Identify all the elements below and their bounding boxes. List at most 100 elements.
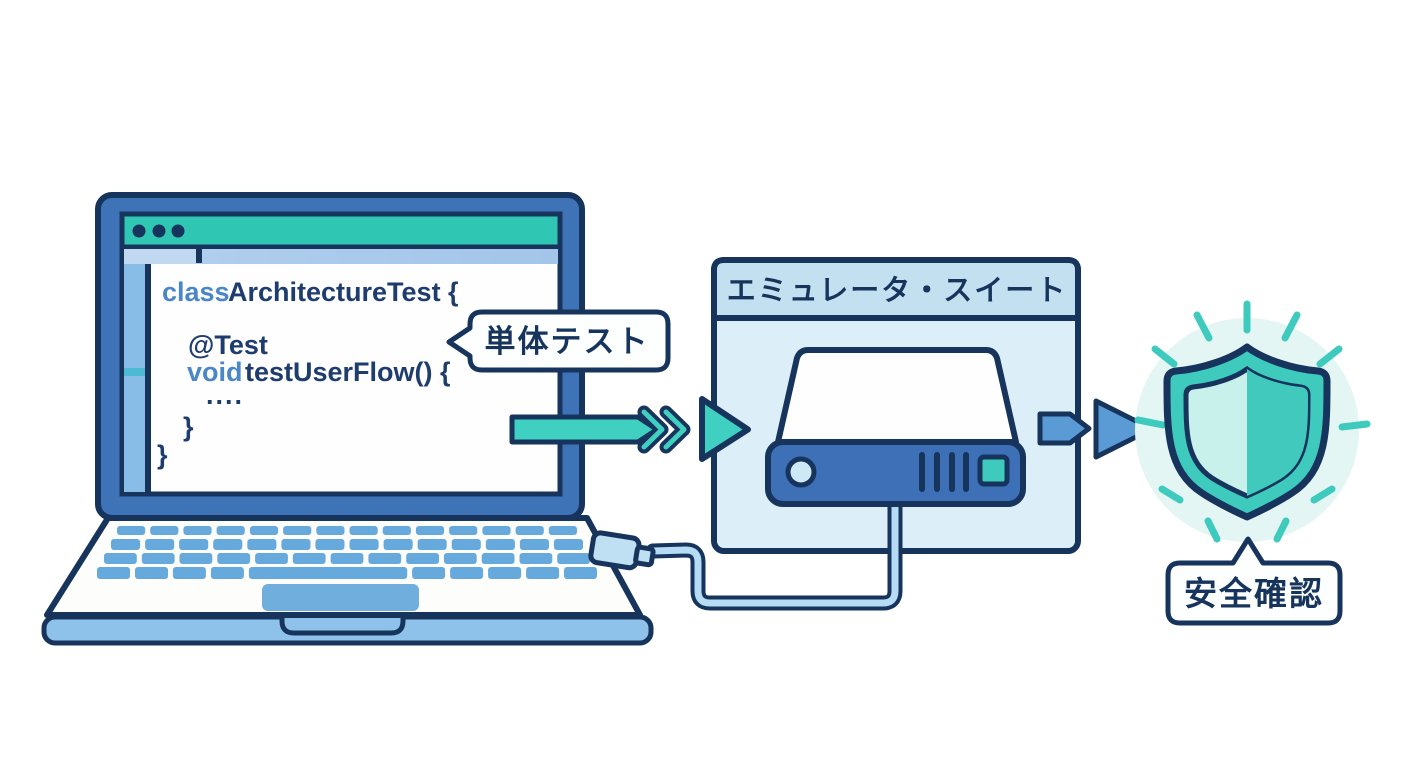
- keyboard-keys: [97, 526, 597, 579]
- keyboard-key: [179, 539, 209, 550]
- keyboard-key: [247, 539, 277, 550]
- device-power-square: [977, 454, 1010, 487]
- keyboard-key: [564, 567, 597, 579]
- device-top: [775, 347, 1019, 445]
- keyboard-key: [150, 526, 179, 535]
- unit-test-arrow: [509, 396, 751, 462]
- keyboard-key: [217, 553, 251, 564]
- device-vents-icon: [919, 452, 969, 492]
- emulator-device-icon: [765, 347, 1026, 507]
- code-content: class ArchitectureTest { @Test void test…: [157, 277, 459, 470]
- code-annotation: @Test: [188, 330, 268, 360]
- keyboard-key: [481, 553, 515, 564]
- keyboard-key: [519, 539, 549, 550]
- cable-core: [649, 486, 899, 607]
- active-tab: [124, 249, 196, 264]
- keyboard-key: [412, 567, 446, 579]
- keyboard-key: [451, 539, 481, 550]
- keyboard-key: [449, 526, 478, 535]
- shield-icon: [1163, 343, 1331, 521]
- keyboard-key: [141, 553, 175, 564]
- usb-plug-body: [588, 530, 642, 571]
- result-arrow: [1037, 398, 1155, 460]
- keyboard-key: [515, 526, 544, 535]
- trackpad: [262, 584, 419, 611]
- keyboard-key: [179, 553, 213, 564]
- keyboard-key: [172, 567, 206, 579]
- unit-test-callout-label: 単体テスト: [485, 324, 650, 359]
- code-method-close-brace: }: [183, 412, 194, 442]
- keyboard-key: [450, 567, 484, 579]
- keyboard-key: [281, 539, 311, 550]
- usb-cable: [645, 482, 903, 611]
- tab-divider-tick: [196, 245, 202, 263]
- keyboard-key: [216, 526, 245, 535]
- keyboard-key: [97, 567, 130, 579]
- window-titlebar: [119, 211, 563, 250]
- code-keyword-class: class: [162, 277, 230, 307]
- shield-rays-icon: [1134, 300, 1371, 543]
- keyboard-key: [135, 567, 168, 579]
- safety-check-callout-label: 安全確認: [1184, 575, 1324, 612]
- arrow-shaft: [509, 414, 660, 445]
- arrow-chevron-core: [641, 409, 665, 450]
- keyboard-key: [315, 539, 345, 550]
- keyboard-key: [330, 553, 364, 564]
- keyboard-key: [349, 539, 379, 550]
- window-dot-icon: [132, 224, 146, 238]
- keyboard-key: [382, 526, 411, 535]
- arrow-chevron-core: [663, 409, 687, 450]
- code-class-declaration: ArchitectureTest {: [228, 277, 459, 307]
- arrow-shaft: [1037, 411, 1092, 446]
- keyboard-key: [145, 539, 175, 550]
- keyboard-key: [488, 567, 522, 579]
- usb-plug-tip: [633, 544, 656, 568]
- shield-group: [1134, 300, 1371, 543]
- code-method-declaration: testUserFlow() {: [245, 357, 451, 387]
- keyboard-key: [415, 526, 445, 535]
- keyboard-key: [213, 539, 243, 550]
- callout-bubble: [446, 309, 671, 373]
- keyboard-key: [292, 553, 326, 564]
- keyboard-key: [183, 526, 212, 535]
- keyboard-key: [283, 526, 312, 535]
- keyboard-key: [485, 539, 515, 550]
- tab-strip: [124, 249, 558, 264]
- unit-test-callout: 単体テスト: [446, 309, 671, 373]
- sidebar-divider-accent: [124, 368, 145, 376]
- keyboard-key: [248, 567, 408, 579]
- sidebar-divider: [145, 264, 151, 492]
- keyboard-key: [548, 526, 577, 535]
- device-base: [765, 439, 1026, 507]
- keyboard-key: [443, 553, 477, 564]
- device-led: [785, 456, 817, 488]
- keyboard-key: [316, 526, 345, 535]
- code-method-body: ....: [206, 380, 244, 410]
- keyboard-key: [111, 539, 141, 550]
- code-class-close-brace: }: [157, 440, 168, 470]
- keyboard-key: [557, 553, 590, 564]
- keyboard-key: [406, 553, 439, 564]
- usb-plug-icon: [588, 530, 656, 571]
- keyboard-key: [383, 539, 413, 550]
- window-dot-icon: [152, 224, 166, 238]
- callout-bubble: [1165, 536, 1343, 626]
- emulator-box-header: [711, 257, 1081, 321]
- keyboard-key: [526, 567, 560, 579]
- keyboard-key: [210, 567, 244, 579]
- keyboard-key: [417, 539, 447, 550]
- base-notch: [279, 618, 406, 636]
- safety-check-callout: 安全確認: [1165, 536, 1343, 626]
- keyboard-key: [519, 553, 553, 564]
- keyboard-key: [117, 526, 146, 535]
- sidebar: [124, 264, 145, 492]
- arrow-head: [699, 396, 751, 462]
- emulator-title: エミュレータ・スイート: [727, 274, 1067, 307]
- keyboard-key: [255, 553, 288, 564]
- window-dot-icon: [171, 224, 185, 238]
- keyboard-key: [104, 553, 137, 564]
- arrow-head: [1093, 398, 1155, 460]
- keyboard-key: [482, 526, 511, 535]
